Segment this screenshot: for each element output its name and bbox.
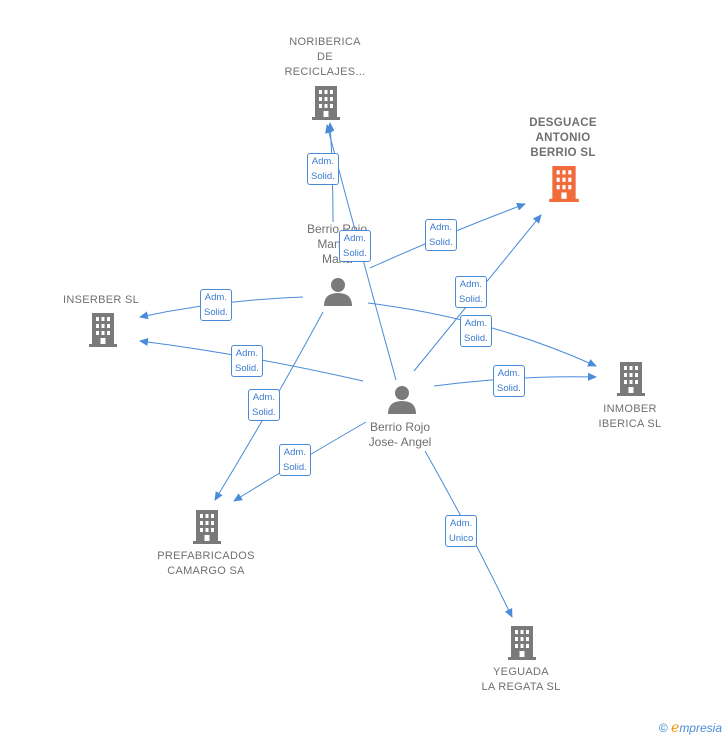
- empresia-footer[interactable]: © empresia: [659, 720, 722, 736]
- edge-label-jose-desguace: Adm. Solid.: [455, 276, 487, 308]
- edge-label-manuel-inserber: Adm. Solid.: [200, 289, 232, 321]
- inmober-building-icon[interactable]: [616, 362, 646, 396]
- prefabricados-label[interactable]: PREFABRICADOS CAMARGO SA: [157, 550, 255, 577]
- edge-label-jose-noriberica: Adm. Solid.: [339, 230, 371, 262]
- copyright-symbol: ©: [658, 721, 668, 735]
- edge-label-manuel-noriberica: Adm. Solid.: [307, 153, 339, 185]
- brand-e: e: [671, 720, 680, 736]
- manuel-person-icon[interactable]: [323, 276, 353, 306]
- inserber-building-icon[interactable]: [88, 313, 118, 347]
- jose-label[interactable]: Berrio Rojo Jose- Angel: [368, 420, 432, 449]
- noriberica-label[interactable]: NORIBERICA DE RECICLAJES...: [284, 36, 366, 78]
- brand-name: mpresia: [679, 721, 722, 735]
- edge-label-jose-inserber: Adm. Solid.: [231, 345, 263, 377]
- desguace-building-icon[interactable]: [548, 166, 580, 202]
- desguace-label[interactable]: DESGUACE ANTONIO BERRIO SL: [529, 117, 597, 159]
- inserber-label[interactable]: INSERBER SL: [62, 294, 140, 306]
- edge-label-jose-yeguada: Adm. Unico: [445, 515, 478, 547]
- edge-label-jose-inmober: Adm. Solid.: [493, 365, 525, 397]
- jose-person-icon[interactable]: [387, 384, 417, 414]
- edge-label-manuel-desguace: Adm. Solid.: [425, 219, 457, 251]
- prefabricados-building-icon[interactable]: [192, 510, 222, 544]
- edge-label-manuel-inmober: Adm. Solid.: [460, 315, 492, 347]
- yeguada-label[interactable]: YEGUADA LA REGATA SL: [481, 666, 561, 693]
- yeguada-building-icon[interactable]: [507, 626, 537, 660]
- noriberica-building-icon[interactable]: [311, 86, 341, 120]
- inmober-label[interactable]: INMOBER IBERICA SL: [598, 403, 662, 430]
- edge-label-manuel-prefabricados: Adm. Solid.: [248, 389, 280, 421]
- edge-label-jose-prefabricados: Adm. Solid.: [279, 444, 311, 476]
